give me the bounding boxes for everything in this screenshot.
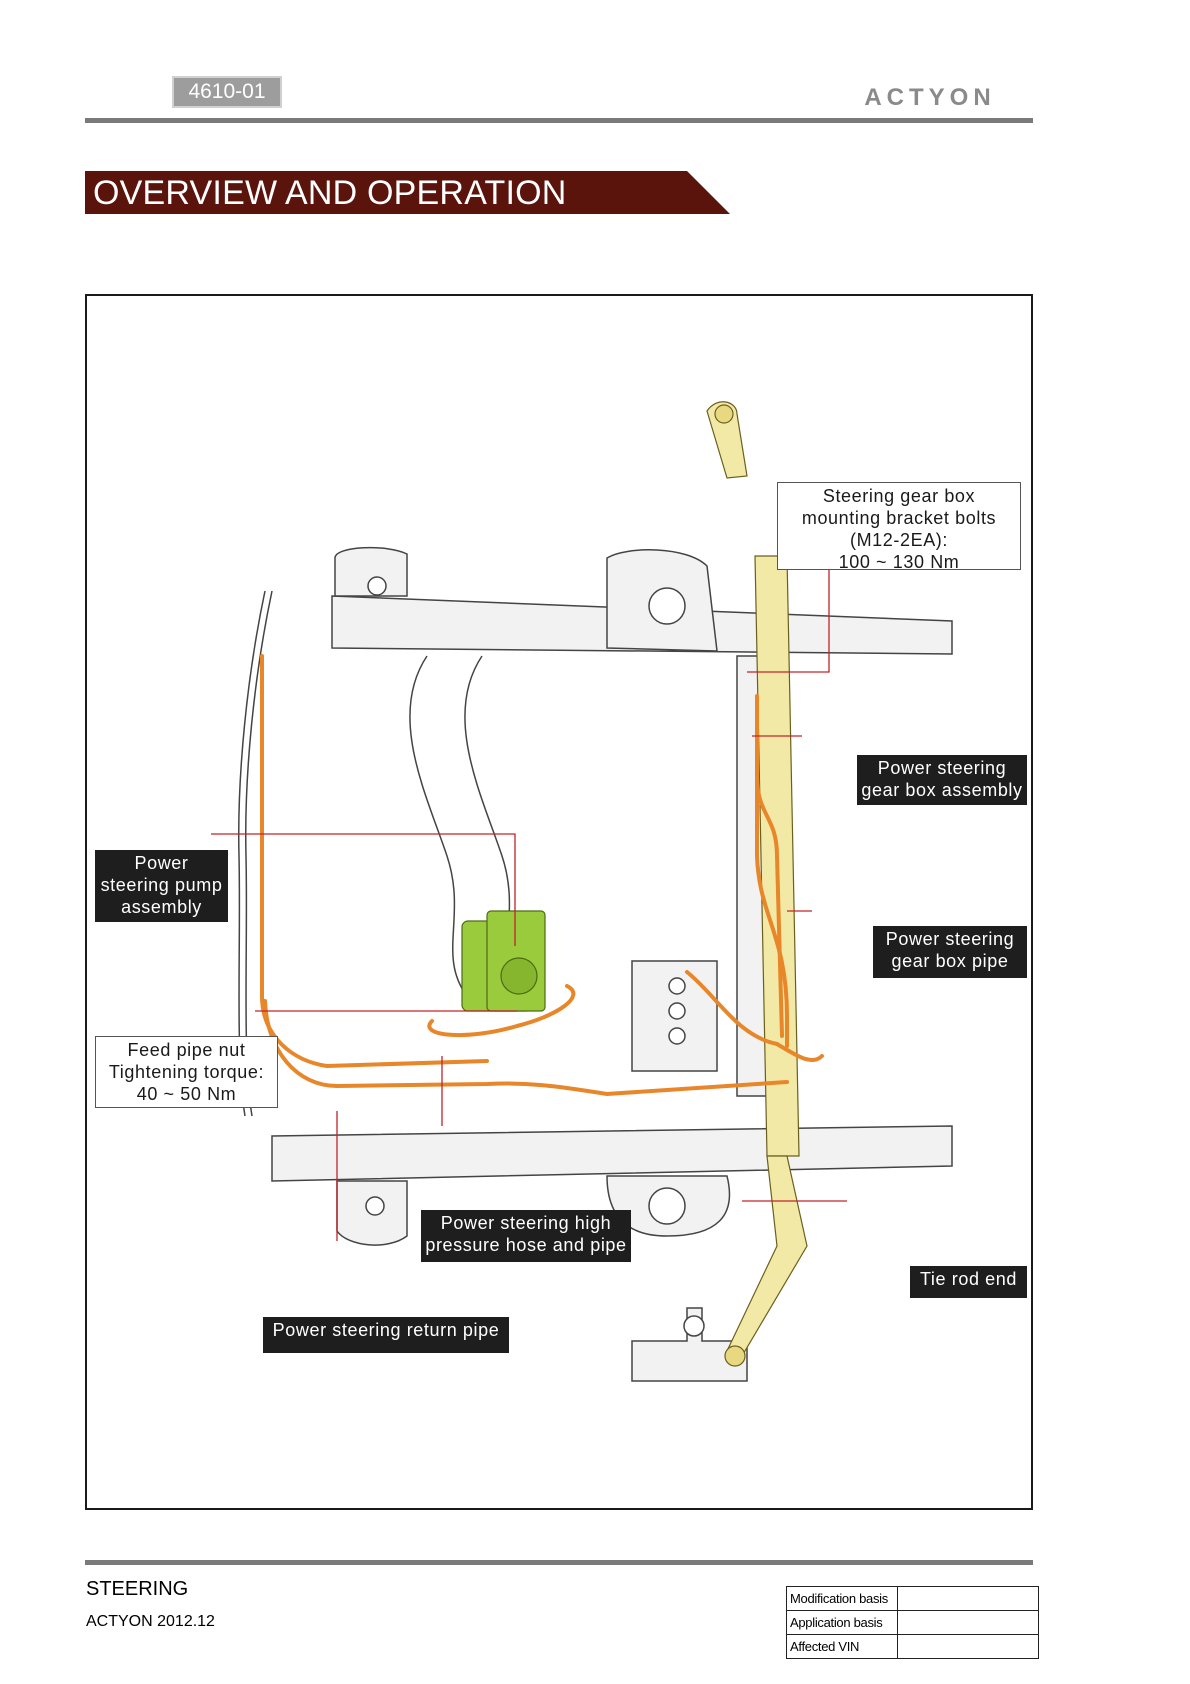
callout-return-pipe: Power steering return pipe	[263, 1317, 509, 1353]
basis-label: Modification basis	[786, 1586, 898, 1611]
basis-value	[897, 1610, 1039, 1635]
table-row: Modification basis	[786, 1586, 1039, 1611]
section-title: OVERVIEW AND OPERATION	[93, 174, 567, 212]
footer-rule	[85, 1560, 1033, 1565]
table-row: Affected VIN	[786, 1634, 1039, 1659]
footer-title: STEERING	[86, 1578, 189, 1600]
footer-subtitle: ACTYON 2012.12	[86, 1613, 215, 1630]
brand-logo: ACTYON	[864, 84, 995, 109]
chassis-illustration	[211, 401, 953, 1382]
basis-label: Application basis	[786, 1610, 898, 1635]
section-title-band: OVERVIEW AND OPERATION	[85, 171, 730, 214]
basis-value	[897, 1634, 1039, 1659]
basis-table: Modification basis Application basis Aff…	[786, 1586, 1039, 1659]
callout-tie-rod-end: Tie rod end	[910, 1266, 1027, 1298]
basis-value	[897, 1586, 1039, 1611]
callout-gear-box-pipe: Power steering gear box pipe	[873, 926, 1027, 978]
callout-feed-pipe-nut: Feed pipe nut Tightening torque: 40 ~ 50…	[95, 1036, 278, 1108]
steering-system-figure: Steering gear box mounting bracket bolts…	[85, 294, 1033, 1510]
callout-high-pressure-hose: Power steering high pressure hose and pi…	[421, 1210, 631, 1262]
callout-pump-assembly: Power steering pump assembly	[95, 850, 228, 922]
basis-label: Affected VIN	[786, 1634, 898, 1659]
document-code: 4610-01	[172, 76, 282, 108]
table-row: Application basis	[786, 1610, 1039, 1635]
callout-gear-box-assembly: Power steering gear box assembly	[857, 755, 1027, 805]
header-rule	[85, 118, 1033, 123]
svg-text:ACTYON: ACTYON	[864, 84, 995, 109]
callout-bracket-bolts: Steering gear box mounting bracket bolts…	[777, 482, 1021, 572]
